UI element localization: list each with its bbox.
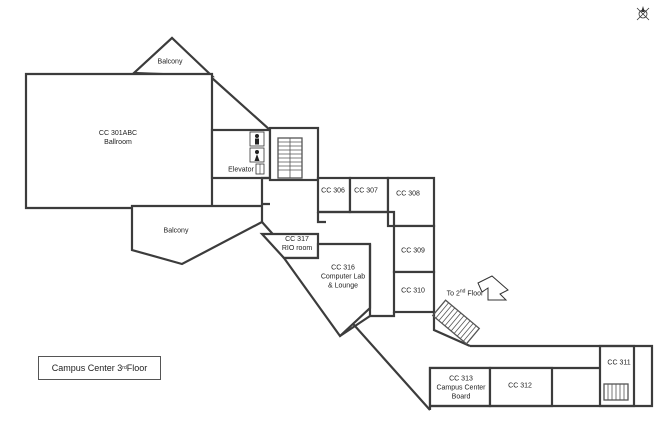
restroom-women-icon [249,147,265,163]
map-title-prefix: Campus Center 3 [51,363,123,373]
cc311-outline [598,344,636,408]
balcony-top-label: Balcony [157,58,183,66]
map-title-sup: rd [122,365,127,371]
arrow-down-icon [477,275,509,301]
stair-note-suffix: Floor [465,290,484,298]
cc308-label: CC 308 [396,190,420,198]
cc316-label: CC 316 Computer Lab & Lounge [321,264,365,291]
elevator-icon [255,163,265,175]
cc313-line-2: Campus Center [436,384,486,392]
cc312-outline [488,366,554,408]
cc313-label: CC 313 Campus Center Board [436,375,485,402]
balcony-bottom-label: Balcony [163,227,189,235]
compass-icon [636,6,650,21]
cc316-line-2: Computer Lab [320,273,366,281]
restroom-men-icon [249,131,265,147]
cc317-label: CC 317 RIO room [282,235,312,253]
cc307-outline [348,176,390,214]
stair-note-sup: nd [459,288,466,295]
stairs-core-icon [277,137,303,179]
cc309-label: CC 309 [401,247,425,255]
cc317-line-1: CC 317 [285,236,309,243]
ballroom-line-2: Ballroom [104,139,132,146]
cc317-line-2: RIO room [281,245,313,252]
cc310-label: CC 310 [401,287,425,295]
stair-note-label: To 2nd Floor [447,287,484,298]
cc313-line-1: CC 313 [449,375,473,383]
stairs-311-icon [603,383,629,401]
cc306-label: CC 306 [321,187,345,195]
stair-note-prefix: To 2 [446,290,460,298]
cc316-line-1: CC 316 [331,264,355,272]
cc311-label: CC 311 [607,359,631,367]
cc312-label: CC 312 [508,382,532,390]
balcony-bottom-outline [130,204,264,266]
map-title-suffix: Floor [126,363,148,373]
cc313-line-3: Board [451,393,471,401]
cc310-outline [392,270,436,314]
cc316-line-3: & Lounge [328,282,358,290]
ballroom-line-1: CC 301ABC [98,130,138,137]
stairs-icon [431,299,481,345]
ballroom-label: CC 301ABC Ballroom [99,129,137,147]
cc307-label: CC 307 [354,187,378,195]
elevator-label: Elevator [228,166,254,174]
